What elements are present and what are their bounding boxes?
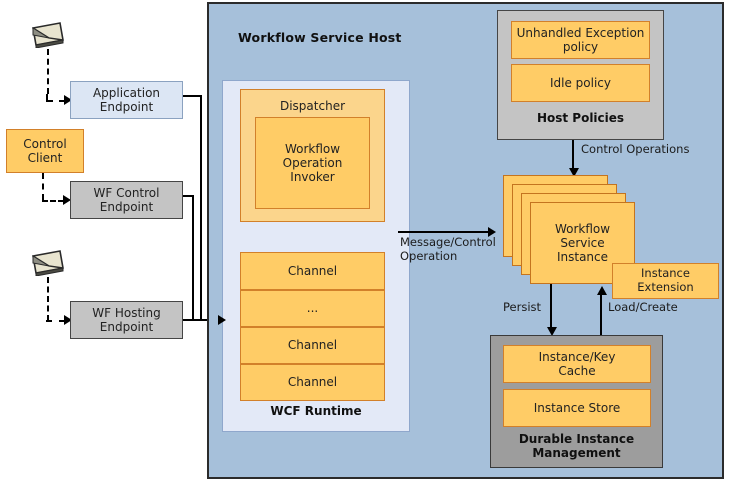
host-policies-label: Host Policies [536, 111, 625, 125]
bus-line-wf-hosting [183, 319, 220, 321]
control-client-box[interactable]: Control Client [6, 129, 84, 173]
instance-store-box[interactable]: Instance Store [503, 389, 651, 427]
channel-item-1[interactable]: ... [240, 290, 385, 327]
edge-control-operations-arrow [569, 168, 579, 177]
durable-instance-management-label: Durable Instance Management [518, 432, 635, 461]
edge-label-persist: Persist [503, 300, 542, 314]
edge-load-create-arrow [597, 286, 607, 295]
workflow-operation-invoker-box[interactable]: Workflow Operation Invoker [255, 117, 370, 209]
edge-persist-line [550, 284, 552, 330]
endpoint-wf-control[interactable]: WF Control Endpoint [70, 181, 183, 219]
arrow-into-wf-control-endpoint [63, 195, 71, 205]
connector-message-to-application-endpoint-h [47, 100, 65, 102]
envelope-icon-2 [31, 250, 65, 277]
bus-line-vertical-outer [200, 95, 202, 321]
policy-unhandled-exception[interactable]: Unhandled Exception policy [511, 21, 650, 59]
bus-line-wf-control [183, 195, 194, 197]
edge-label-load-create: Load/Create [608, 300, 678, 314]
endpoint-application[interactable]: Application Endpoint [70, 81, 183, 119]
channel-item-3[interactable]: Channel [240, 364, 385, 401]
connector-corner-1 [46, 94, 48, 102]
connector-message-to-hosting-endpoint-h [46, 320, 65, 322]
bus-line-application [183, 95, 202, 97]
edge-load-create-line [600, 294, 602, 337]
channel-item-0[interactable]: Channel [240, 252, 385, 290]
arrow-into-wcf-runtime [218, 315, 226, 325]
edge-label-control-operations: Control Operations [581, 142, 690, 156]
endpoint-wf-hosting[interactable]: WF Hosting Endpoint [70, 301, 183, 339]
edge-persist-arrow [547, 327, 557, 336]
edge-message-control-operation-line [398, 231, 490, 233]
edge-label-message-control-operation: Message/Control Operation [400, 235, 496, 263]
instance-extension-box[interactable]: Instance Extension [612, 263, 719, 299]
instance-key-cache-box[interactable]: Instance/Key Cache [503, 345, 651, 383]
envelope-icon [31, 22, 65, 49]
arrow-into-wf-hosting-endpoint [64, 315, 72, 325]
connector-message-to-application-endpoint [47, 49, 49, 94]
connector-control-client-to-wf-control [42, 173, 44, 200]
bus-line-vertical-inner [192, 195, 194, 321]
policy-idle[interactable]: Idle policy [511, 64, 650, 102]
arrow-into-application-endpoint [64, 95, 72, 105]
edge-control-operations-line [572, 140, 574, 172]
workflow-service-host-title: Workflow Service Host [238, 30, 402, 45]
channel-item-2[interactable]: Channel [240, 327, 385, 364]
edge-message-control-operation-arrow [488, 227, 496, 237]
connector-control-client-to-wf-control-h [42, 200, 64, 202]
wcf-runtime-label: WCF Runtime [270, 404, 362, 418]
connector-message-to-hosting-endpoint [47, 277, 49, 321]
